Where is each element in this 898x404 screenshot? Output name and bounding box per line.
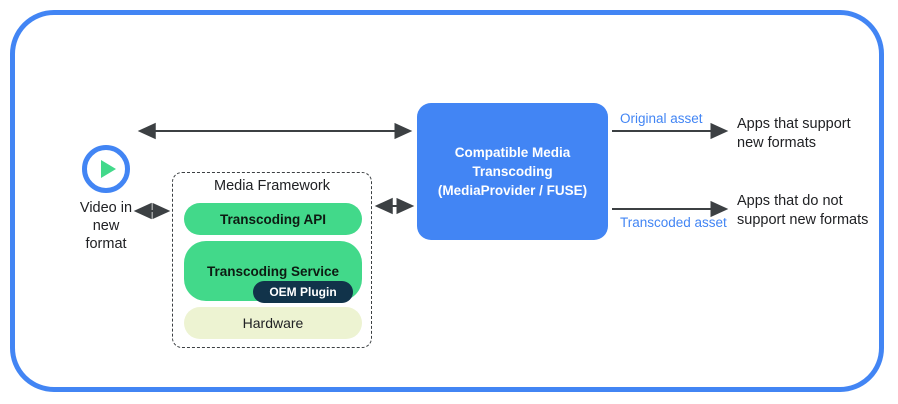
media-framework-title: Media Framework (213, 178, 331, 194)
media-framework-box-transcoding-api: Transcoding API (184, 203, 362, 235)
target-label-apps-no-support: Apps that do not support new formats (737, 193, 869, 228)
target-label-apps-support: Apps that support new formats (737, 116, 851, 151)
oem-plugin-badge: OEM Plugin (253, 281, 353, 303)
compatible-media-transcoding-box: Compatible Media Transcoding (MediaProvi… (417, 103, 608, 240)
edge-label-original-asset: Original asset (620, 111, 703, 126)
media-framework-box-hardware: Hardware (184, 307, 362, 339)
edge-label-transcoded-asset: Transcoded asset (620, 215, 727, 230)
media-framework-group: Media Framework Transcoding API Transcod… (172, 172, 372, 348)
play-triangle-icon (100, 160, 116, 178)
play-circle-icon (82, 145, 130, 193)
video-source-node: Video in new format (50, 145, 162, 253)
video-source-label: Video in new format (79, 200, 133, 252)
